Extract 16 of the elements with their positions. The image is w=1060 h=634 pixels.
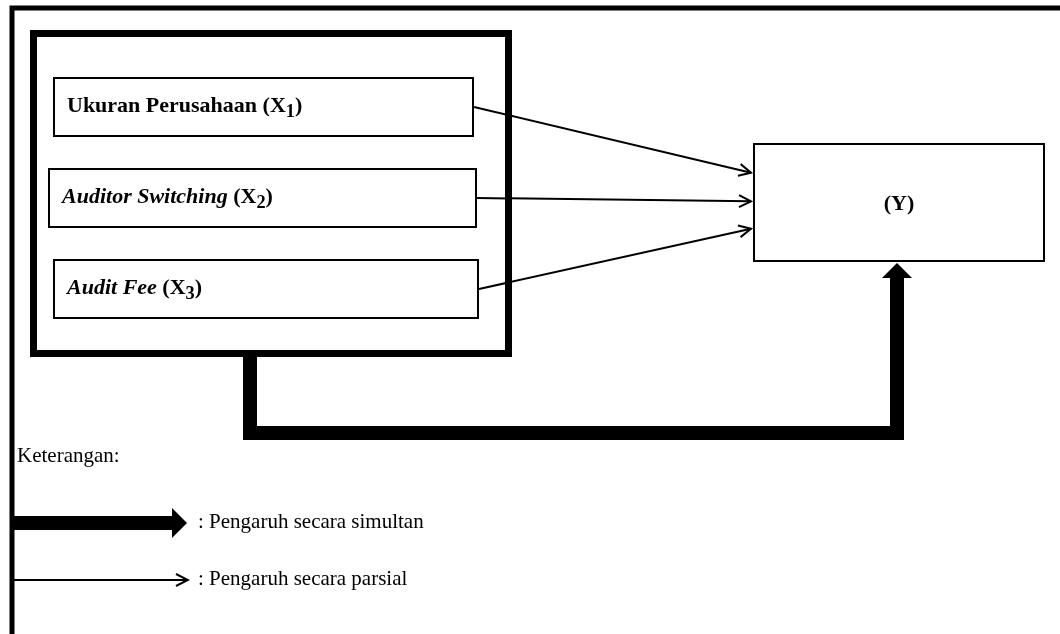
variable-box [753, 143, 1045, 262]
variable-label: Audit Fee (X$_{3}$) [67, 273, 203, 305]
legend-text: : Pengaruh secara parsial [198, 566, 408, 591]
variable-box [53, 259, 479, 319]
group-box [30, 30, 512, 357]
arrow [473, 106, 752, 177]
variable-box [48, 168, 477, 228]
arrow [476, 194, 752, 209]
variable-label: Ukuran Perusahaan (X$_{1}$) [67, 91, 303, 123]
thick-arrow [243, 263, 912, 440]
legend-heading: Keterangan: [17, 443, 120, 468]
arrow [478, 224, 752, 290]
variable-label: (Y) [883, 189, 915, 216]
variable-box [53, 77, 474, 137]
variable-label: Auditor Switching (X$_{2}$) [62, 182, 273, 214]
legend-text: : Pengaruh secara simultan [198, 509, 424, 534]
